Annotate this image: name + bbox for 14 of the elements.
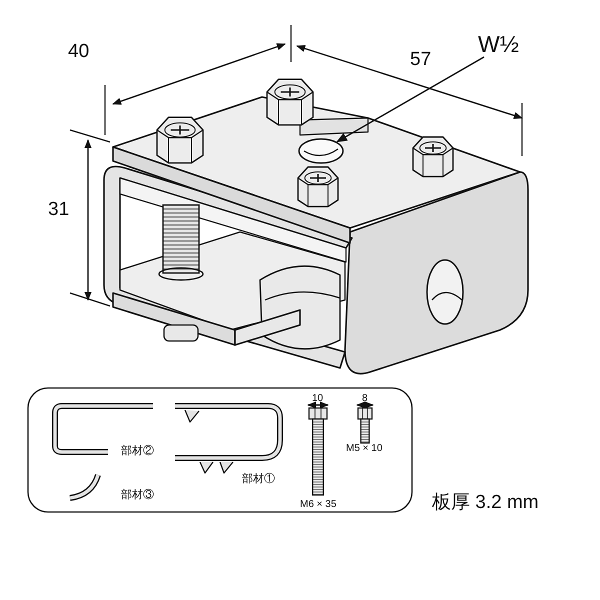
callout-label: W½ [478,33,519,56]
leader-arrow [336,56,484,142]
thickness-note: 板厚 3.2 mm [432,493,539,512]
part-label: 部材③ [121,490,154,501]
dimension-label: 57 [410,50,432,69]
slot-hole [298,138,344,164]
dimension-label: 8 [362,394,368,404]
dimension-label: 10 [312,394,324,404]
dimension-label: 40 [68,42,90,61]
bolt-size-label: M5 × 10 [346,444,382,454]
dimension-label: 31 [48,200,70,219]
part-label: 部材① [242,474,275,485]
bolt-size-label: M6 × 35 [300,500,336,510]
part-label: 部材② [121,446,154,457]
